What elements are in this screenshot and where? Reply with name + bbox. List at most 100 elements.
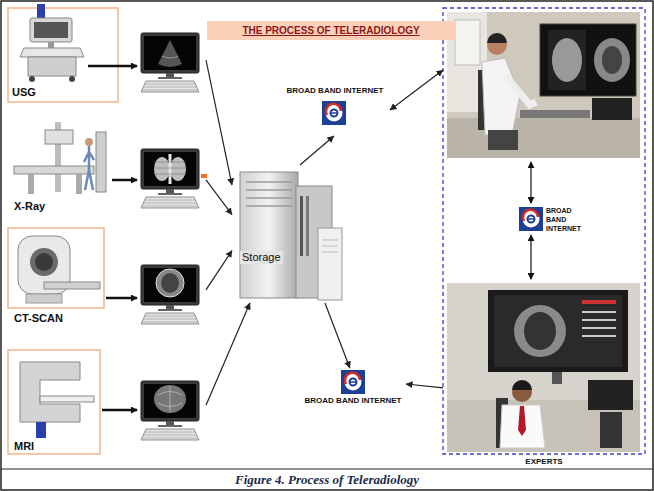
mri-scanner <box>20 362 80 422</box>
scan-image <box>170 157 186 181</box>
scan-image <box>158 386 182 412</box>
scanner-to-monitor-arrow <box>88 66 137 410</box>
flow-arrow <box>206 303 250 405</box>
mri-scanner <box>8 350 100 454</box>
expert-photo <box>602 46 622 74</box>
storage-server <box>240 172 298 298</box>
ct-scanner <box>44 282 100 289</box>
ct-scanner <box>30 248 58 276</box>
expert-photo <box>514 305 566 357</box>
expert-photo <box>592 98 632 120</box>
scan-image <box>162 56 178 58</box>
ct-scanner <box>8 228 104 308</box>
figure-caption: Figure 4. Process of Teleradiology <box>2 470 652 490</box>
expert-photo <box>487 33 507 43</box>
expert-photo <box>588 380 633 410</box>
expert-photo <box>552 38 582 82</box>
node-label: Storage <box>240 251 283 264</box>
scan-image <box>154 40 207 413</box>
flow-arrow <box>325 303 350 368</box>
expert-photo <box>447 12 640 158</box>
expert-photo <box>600 412 622 448</box>
expert-photo <box>455 20 480 65</box>
scanner-to-monitor-arrow <box>88 65 137 68</box>
node-label: EXPERTS <box>443 457 645 467</box>
flow-arrow <box>406 384 443 388</box>
expert-photo <box>512 380 532 390</box>
flow-arrow <box>206 251 232 290</box>
storage-server <box>300 196 303 256</box>
expert-photo <box>482 58 520 135</box>
workstation-monitor <box>141 265 199 324</box>
workstation-monitor <box>141 381 199 440</box>
flow-arrow <box>206 60 232 185</box>
internet-node: BROAD BAND INTERNET <box>300 368 406 408</box>
expert-photo <box>540 24 636 96</box>
ultrasound-machine <box>34 22 68 38</box>
workstation-monitor <box>141 33 199 92</box>
scan-image <box>154 157 170 181</box>
expert-photo <box>447 12 640 158</box>
scan-image <box>158 40 182 67</box>
xray-machine <box>14 122 106 194</box>
expert-photo <box>552 372 562 384</box>
expert-photo <box>447 283 640 452</box>
ct-scanner <box>8 228 104 308</box>
expert-photo <box>488 130 518 150</box>
internet-node: BROAD BAND INTERNET <box>518 205 590 235</box>
expert-photo <box>524 312 556 350</box>
scan-image <box>169 154 172 184</box>
caption-rule <box>1 468 653 469</box>
internet-node: BROAD BAND INTERNET <box>280 84 390 136</box>
experts-group: EXPERTS BROAD BAND INTERNET <box>443 8 645 468</box>
title-text: THE PROCESS OF TELERADIOLOGY <box>207 21 455 40</box>
expert-photo <box>582 312 616 336</box>
ultrasound-machine <box>30 18 72 42</box>
expert-photo <box>447 118 640 158</box>
title-banner: THE PROCESS OF TELERADIOLOGY <box>207 21 455 40</box>
modality-block: USG <box>6 6 206 106</box>
scan-image <box>154 162 186 174</box>
ct-scanner <box>35 253 53 271</box>
xray-machine <box>84 146 94 190</box>
storage-server <box>322 240 338 252</box>
workstation-monitor <box>141 149 199 208</box>
experts-group-frame <box>443 8 645 454</box>
xray-machine <box>45 130 73 144</box>
expert-photo <box>505 75 536 105</box>
ct-scanner <box>26 294 62 303</box>
workstation-monitor <box>141 33 199 440</box>
modality-block: X-Ray <box>6 118 206 223</box>
node-label: BROAD BAND INTERNET <box>300 396 406 406</box>
xray-machine <box>85 138 93 146</box>
scan-image <box>154 385 186 413</box>
scanner-to-monitor-arrow <box>112 179 137 182</box>
node-label: BROAD BAND INTERNET <box>546 206 590 233</box>
mri-scanner <box>8 350 100 454</box>
ultrasound-machine <box>20 48 84 57</box>
node-label: MRI <box>14 440 54 453</box>
storage-server: Storage <box>232 165 344 303</box>
expert-photo <box>494 295 622 367</box>
scan-image <box>201 174 207 178</box>
experts-group-frame <box>443 8 645 454</box>
ultrasound-machine <box>8 8 118 102</box>
internet-icon <box>519 207 543 231</box>
node-label: BROAD BAND INTERNET <box>280 86 390 96</box>
storage-server <box>240 172 342 300</box>
expert-photo <box>500 405 545 448</box>
xray-machine <box>14 166 94 174</box>
expert-photo <box>447 283 640 452</box>
node-label: CT-SCAN <box>14 312 94 325</box>
expert-photo <box>488 290 628 372</box>
xray-machine <box>76 174 82 194</box>
mri-scanner <box>40 396 94 402</box>
storage-server <box>246 182 292 206</box>
expert-photo <box>594 38 630 82</box>
storage-server <box>306 196 309 256</box>
mri-scanner <box>36 422 46 438</box>
experts-group-frame <box>530 235 531 279</box>
